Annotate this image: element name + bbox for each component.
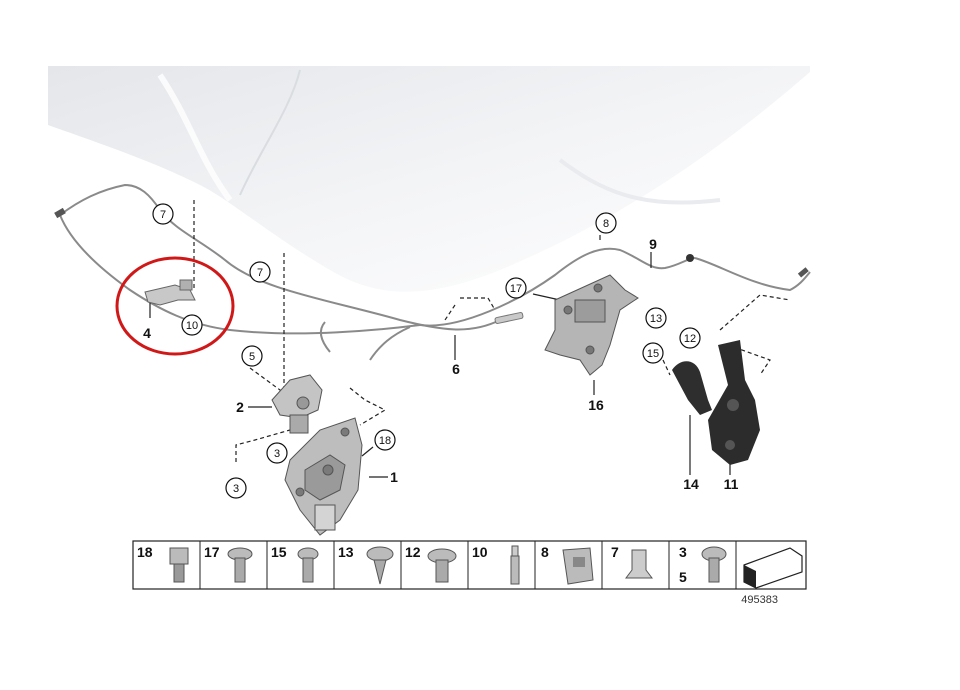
label-part-11: 11 [724, 476, 739, 492]
collar-bolt-icon [427, 548, 457, 583]
self-tapping-screw-icon [366, 546, 394, 585]
table-cell-8: 8 [541, 544, 549, 560]
nut-clip-icon [562, 547, 594, 585]
part-4-bracket [144, 279, 196, 306]
screw-icon [227, 547, 253, 583]
svg-text:3: 3 [233, 483, 239, 495]
highlight-circle [115, 256, 235, 356]
callout-13: 13 [645, 307, 667, 329]
svg-text:3: 3 [274, 448, 280, 460]
label-part-16: 16 [588, 397, 604, 413]
svg-text:17: 17 [510, 283, 522, 295]
svg-text:15: 15 [647, 348, 659, 360]
callout-10: 10 [181, 314, 203, 336]
plastic-clip-icon [625, 549, 653, 579]
table-cell-7: 7 [611, 544, 619, 560]
parts-table: 18 17 15 13 12 10 8 7 3 5 [132, 540, 807, 590]
svg-text:8: 8 [603, 218, 609, 230]
table-cell-10: 10 [472, 544, 488, 560]
callout-18: 18 [374, 429, 396, 451]
label-part-1: 1 [390, 469, 398, 485]
part-11-arm [708, 340, 760, 465]
label-part-2: 2 [236, 399, 244, 415]
washer-screw-icon [701, 546, 727, 583]
table-cell-15: 15 [271, 544, 287, 560]
table-cell-3: 3 [679, 544, 687, 560]
callout-3b: 3 [225, 477, 247, 499]
callout-7a: 7 [152, 203, 174, 225]
bolt-icon [297, 547, 319, 583]
part-16-bracket [544, 274, 639, 376]
svg-text:7: 7 [160, 209, 166, 221]
diagram-reference-number: 495383 [741, 594, 778, 606]
table-cell-12: 12 [405, 544, 421, 560]
callout-5: 5 [241, 345, 263, 367]
callout-7b: 7 [249, 261, 271, 283]
gasket-icon [743, 547, 803, 589]
callout-3a: 3 [266, 442, 288, 464]
label-part-9: 9 [649, 236, 657, 252]
label-part-14: 14 [683, 476, 699, 492]
part-14-catch [672, 361, 712, 415]
svg-text:5: 5 [249, 351, 255, 363]
label-part-4: 4 [143, 325, 151, 341]
cable-ends [54, 207, 809, 324]
part-2-hood-lock [271, 374, 323, 434]
svg-text:12: 12 [684, 333, 696, 345]
table-cell-5: 5 [679, 569, 687, 585]
table-cell-18: 18 [137, 544, 153, 560]
table-cell-17: 17 [204, 544, 220, 560]
callout-15: 15 [642, 342, 664, 364]
svg-text:7: 7 [257, 267, 263, 279]
callout-17: 17 [505, 277, 527, 299]
label-part-6: 6 [452, 361, 460, 377]
callout-8: 8 [595, 212, 617, 234]
callout-12: 12 [679, 327, 701, 349]
table-cell-13: 13 [338, 544, 354, 560]
clip-nut-icon [169, 547, 189, 583]
svg-text:13: 13 [650, 313, 662, 325]
rivet-icon [510, 545, 520, 585]
part-1-lock-assembly [284, 417, 363, 536]
svg-text:10: 10 [186, 320, 198, 332]
svg-text:18: 18 [379, 435, 391, 447]
hood-panel [48, 66, 810, 292]
